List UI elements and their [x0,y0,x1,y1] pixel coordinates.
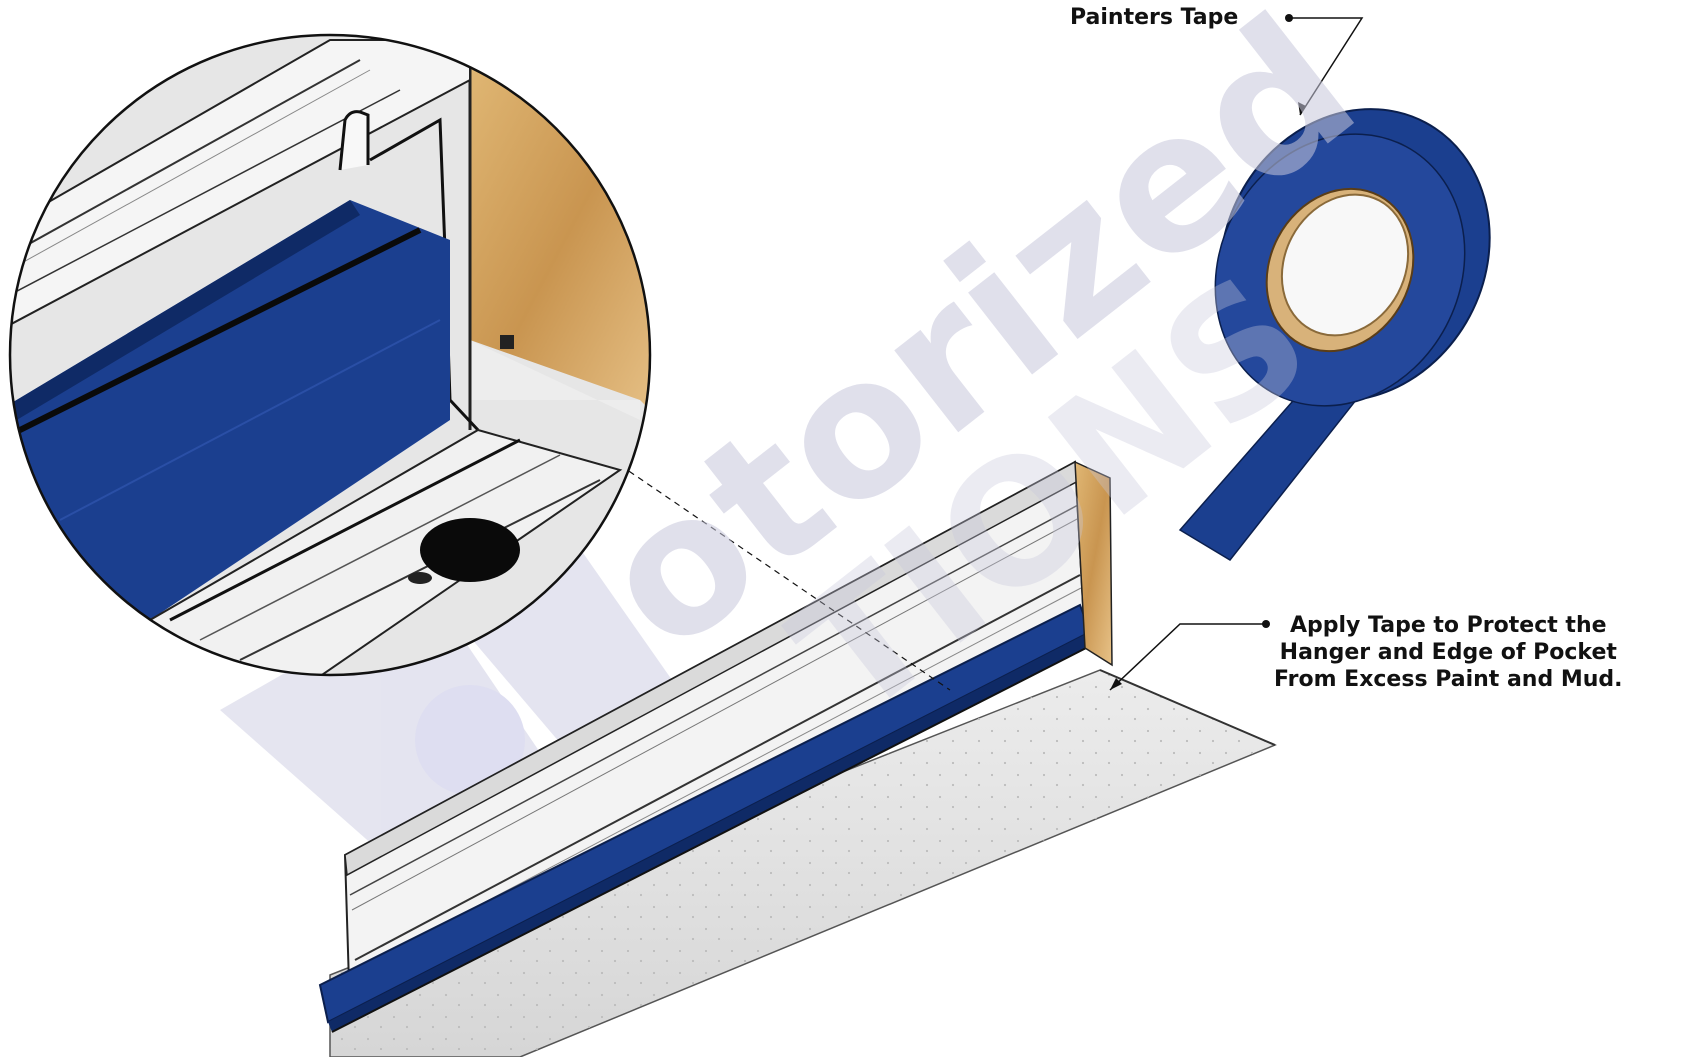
leader-apply-tape [1109,620,1270,691]
apply-tape-line-1: Apply Tape to Protect the [1289,613,1607,638]
leader-painters-tape [1285,14,1364,116]
painters-tape-roll [1178,108,1491,561]
apply-tape-line-2: Hanger and Edge of Pocket [1279,640,1617,665]
apply-tape-line-3: From Excess Paint and Mud. [1274,667,1623,692]
apply-tape-label: Apply Tape to Protect the Hanger and Edg… [1274,612,1623,693]
detail-dashed-line [619,464,951,691]
detail-magnifier [8,33,652,677]
wood-end [1074,460,1113,667]
painters-tape-label: Painters Tape [1070,5,1239,30]
